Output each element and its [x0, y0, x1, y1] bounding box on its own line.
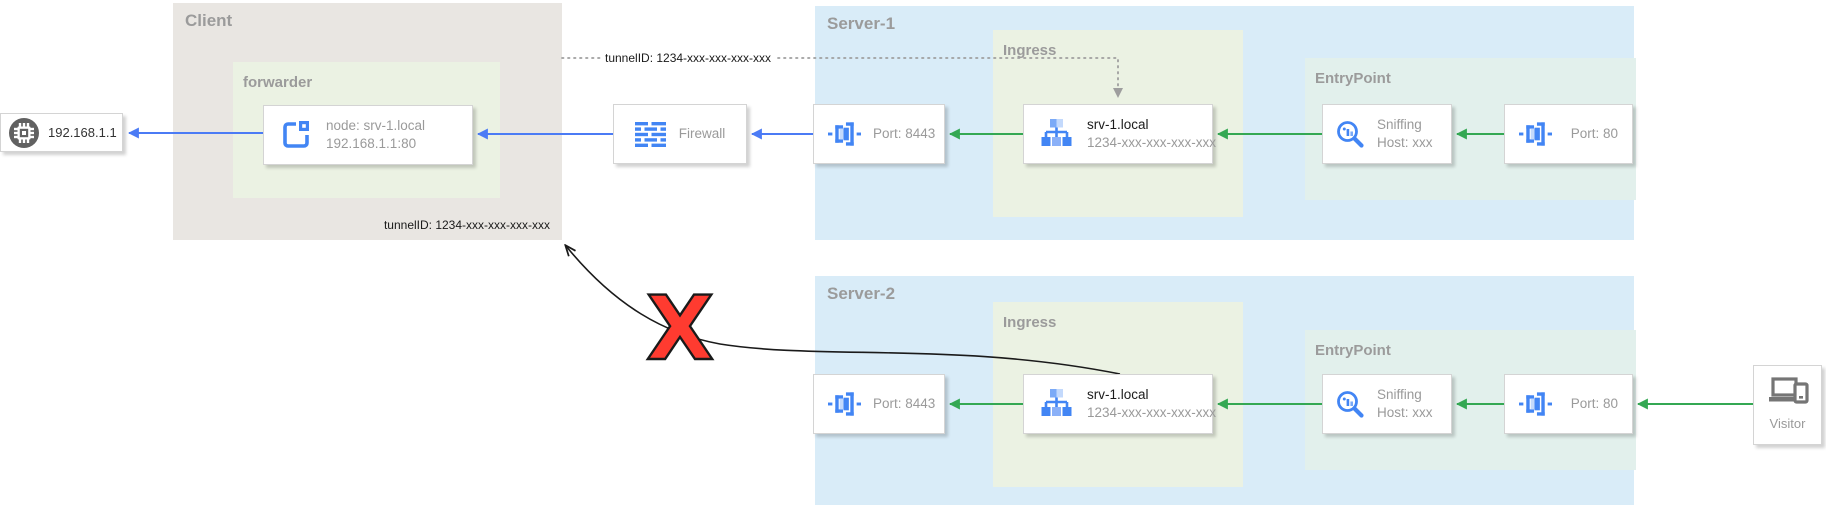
forwarder-node-label: node: srv-1.local 192.168.1.1:80: [326, 117, 425, 153]
forwarder-node: node: srv-1.local 192.168.1.1:80: [263, 105, 473, 165]
server2-port-80-node: Port: 80: [1504, 374, 1633, 434]
tunnel-id-label-top: tunnelID: 1234-xxx-xxx-xxx-xxx: [601, 51, 776, 65]
firewall-icon: [634, 121, 666, 147]
client-ip-label: 192.168.1.1: [48, 124, 117, 140]
server2-srv-label: srv-1.local 1234-xxx-xxx-xxx-xxx: [1087, 386, 1216, 422]
visitor-label: Visitor: [1769, 416, 1806, 432]
server1-ingress-title: Ingress: [1003, 42, 1057, 59]
port-icon: [828, 390, 861, 418]
tunnel-id-label-client: tunnelID: 1234-xxx-xxx-xxx-xxx: [383, 218, 551, 232]
client-ip-node: 192.168.1.1: [0, 113, 123, 152]
server2-port-8443-label: Port: 8443: [873, 395, 936, 411]
sitemap-icon: [1039, 388, 1074, 420]
server1-sniffing-line2: Host: xxx: [1377, 135, 1433, 150]
server2-srv-name: srv-1.local: [1087, 386, 1149, 402]
edge-tunnel-broken: [566, 246, 1121, 375]
server2-srv-id: 1234-xxx-xxx-xxx-xxx: [1087, 405, 1217, 420]
server2-sniffing-line1: Sniffing: [1377, 386, 1422, 402]
server1-sniffing-label: Sniffing Host: xxx: [1377, 116, 1433, 152]
forwarder-node-line2: 192.168.1.1:80: [326, 136, 417, 151]
visitor-node: Visitor: [1753, 365, 1822, 445]
server1-port-8443-label: Port: 8443: [873, 125, 936, 141]
client-zone-title: Client: [185, 11, 233, 30]
server1-srv-id: 1234-xxx-xxx-xxx-xxx: [1087, 135, 1217, 150]
server1-port-8443-node: Port: 8443: [813, 104, 945, 164]
server2-port-8443-node: Port: 8443: [813, 374, 945, 434]
server1-port-80-node: Port: 80: [1504, 104, 1633, 164]
server2-ingress-title: Ingress: [1003, 314, 1057, 331]
forwarder-zone-title: forwarder: [243, 74, 313, 91]
server1-entrypoint-title: EntryPoint: [1315, 70, 1391, 87]
instance-icon: [280, 119, 312, 151]
server1-port-80-label: Port: 80: [1570, 125, 1618, 141]
port-icon: [1519, 120, 1552, 148]
sitemap-icon: [1039, 118, 1074, 150]
port-icon: [1519, 390, 1552, 418]
server1-sniffing-node: Sniffing Host: xxx: [1322, 104, 1452, 164]
server2-port-80-label: Port: 80: [1570, 395, 1618, 411]
sniffing-icon: [1335, 389, 1366, 420]
server1-zone-title: Server-1: [827, 14, 896, 33]
server2-sniffing-label: Sniffing Host: xxx: [1377, 386, 1433, 422]
server2-sniffing-line2: Host: xxx: [1377, 405, 1433, 420]
chip-icon: [9, 117, 39, 148]
sniffing-icon: [1335, 119, 1366, 150]
server2-zone-title: Server-2: [827, 284, 896, 303]
devices-icon: [1767, 377, 1809, 409]
firewall-node: Firewall: [613, 104, 747, 164]
forwarder-node-line1: node: srv-1.local: [326, 117, 426, 133]
server1-srv-name: srv-1.local: [1087, 116, 1149, 132]
server2-ingress-srv-node: srv-1.local 1234-xxx-xxx-xxx-xxx: [1023, 374, 1216, 434]
server2-sniffing-node: Sniffing Host: xxx: [1322, 374, 1452, 434]
server1-sniffing-line1: Sniffing: [1377, 116, 1422, 132]
server2-entrypoint-title: EntryPoint: [1315, 342, 1391, 359]
firewall-label: Firewall: [678, 125, 726, 141]
broken-connection-x-icon: X: [646, 277, 714, 380]
port-icon: [828, 120, 861, 148]
server1-ingress-srv-node: srv-1.local 1234-xxx-xxx-xxx-xxx: [1023, 104, 1216, 164]
server1-srv-label: srv-1.local 1234-xxx-xxx-xxx-xxx: [1087, 116, 1216, 152]
